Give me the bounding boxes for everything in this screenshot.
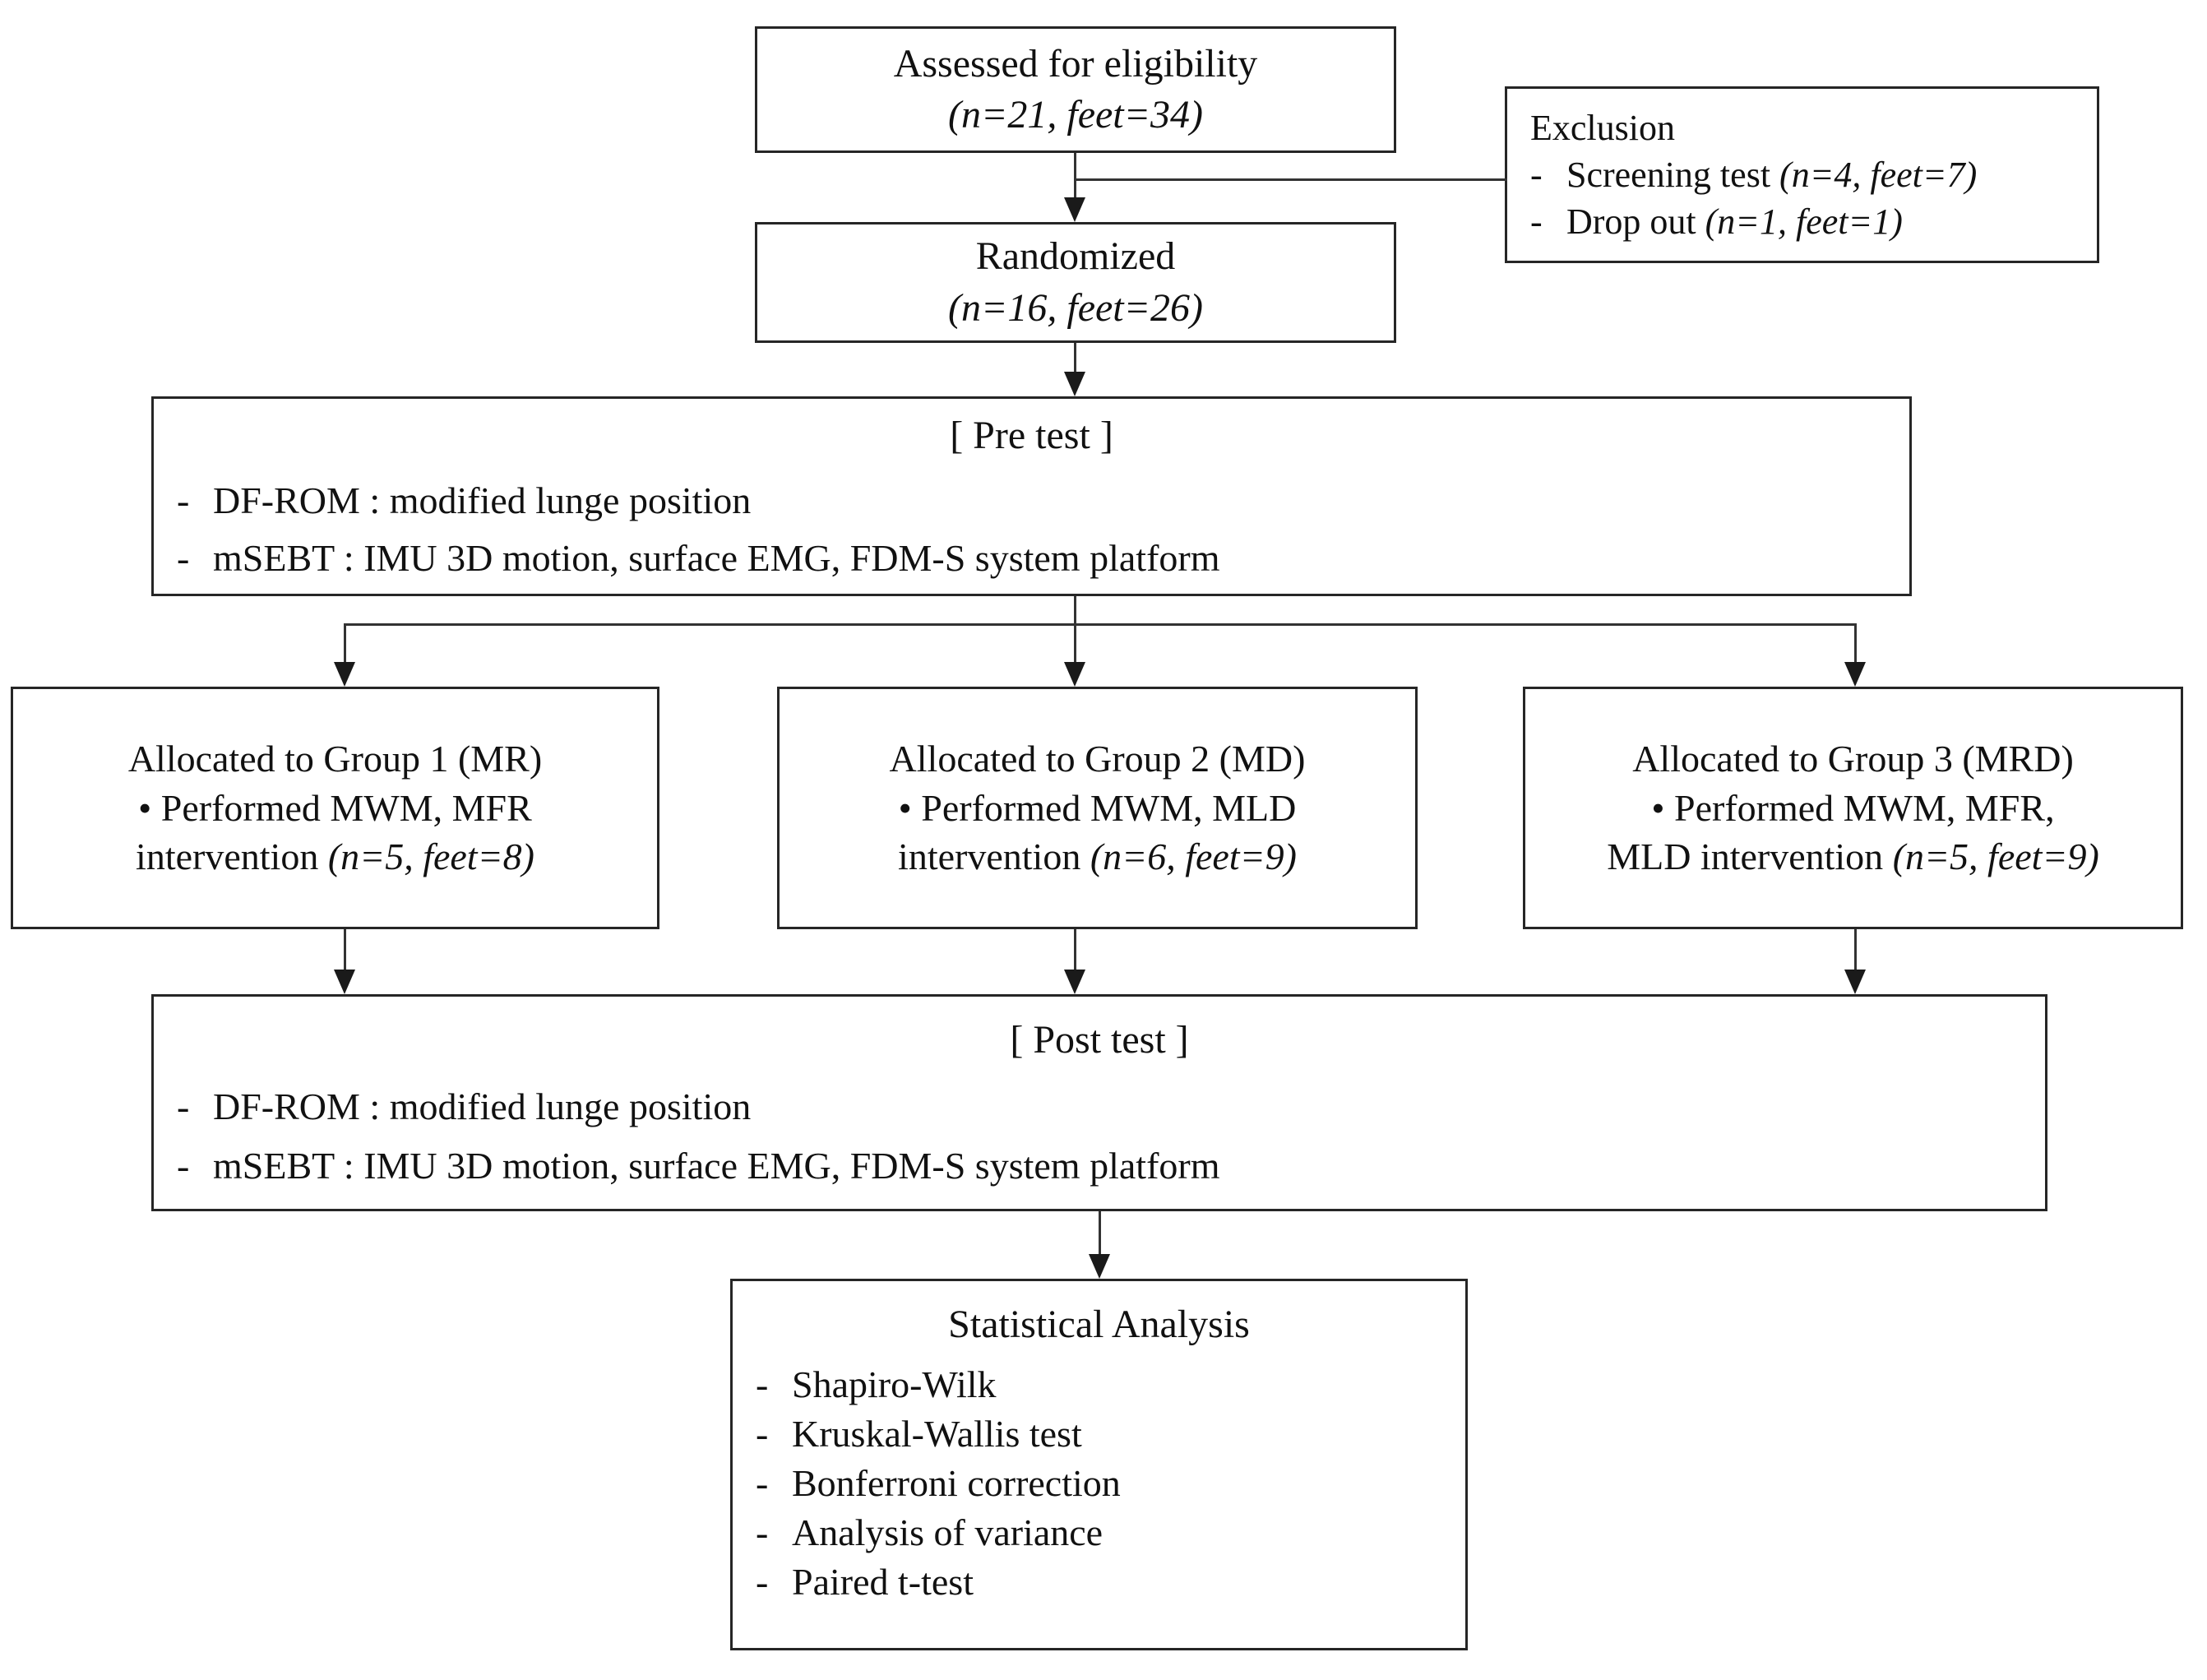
- connector-group-3-to-posttest: [1854, 929, 1857, 970]
- connector-pretest-stem: [1074, 596, 1076, 625]
- arrowhead-statistics: [1089, 1254, 1110, 1279]
- node-group-1: Allocated to Group 1 (MR) • Performed MW…: [11, 687, 659, 929]
- exclusion-item: - Screening test (n=4, feet=7): [1507, 151, 2097, 198]
- dash-bullet-icon: -: [1530, 154, 1543, 195]
- post-test-item: - DF-ROM : modified lunge position: [154, 1082, 2045, 1132]
- node-group-3: Allocated to Group 3 (MRD) • Performed M…: [1523, 687, 2183, 929]
- arrowhead-posttest-right: [1844, 970, 1866, 994]
- arrowhead-group-1: [334, 662, 355, 687]
- group-1-title: Allocated to Group 1 (MR): [127, 737, 543, 780]
- statistics-item-label: Bonferroni correction: [792, 1461, 1121, 1504]
- node-randomized: Randomized (n=16, feet=26): [755, 222, 1396, 343]
- connector-assessed-to-randomized: [1074, 153, 1076, 197]
- connector-bus-to-group-3: [1854, 623, 1857, 662]
- dash-bullet-icon: -: [177, 479, 190, 521]
- arrowhead-randomized: [1064, 197, 1085, 222]
- node-group-2: Allocated to Group 2 (MD) • Performed MW…: [777, 687, 1418, 929]
- pre-test-item-label: DF-ROM : modified lunge position: [213, 479, 752, 521]
- node-pre-test: [ Pre test ] - DF-ROM : modified lunge p…: [151, 396, 1912, 596]
- exclusion-item-text: Drop out: [1566, 201, 1705, 243]
- pre-test-title: [ Pre test ]: [950, 413, 1113, 457]
- randomized-title: Randomized: [975, 234, 1176, 279]
- connector-bus-to-group-2: [1074, 623, 1076, 662]
- post-test-item: - mSEBT : IMU 3D motion, surface EMG, FD…: [154, 1141, 2045, 1191]
- node-statistical-analysis: Statistical Analysis - Shapiro-Wilk - Kr…: [730, 1279, 1468, 1650]
- group-3-line3-text: MLD intervention: [1607, 835, 1893, 878]
- dash-bullet-icon: -: [1530, 201, 1543, 243]
- post-test-item-label: DF-ROM : modified lunge position: [213, 1085, 752, 1128]
- connector-group-1-to-posttest: [344, 929, 346, 970]
- connector-posttest-to-statistics: [1099, 1211, 1101, 1254]
- exclusion-title: Exclusion: [1530, 107, 1675, 148]
- dash-bullet-icon: -: [756, 1363, 769, 1406]
- dash-bullet-icon: -: [177, 1145, 190, 1187]
- assessed-title: Assessed for eligibility: [893, 41, 1258, 86]
- group-2-line3: intervention (n=6, feet=9): [780, 832, 1415, 882]
- statistics-item: - Paired t-test: [733, 1557, 1465, 1607]
- statistics-item-label: Shapiro-Wilk: [792, 1363, 997, 1406]
- arrowhead-group-3: [1844, 662, 1866, 687]
- group-3-counts: (n=5, feet=9): [1892, 835, 2099, 878]
- pre-test-item: - mSEBT : IMU 3D motion, surface EMG, FD…: [154, 534, 1909, 583]
- group-2-counts: (n=6, feet=9): [1090, 835, 1297, 878]
- group-1-line2: • Performed MWM, MFR: [138, 786, 532, 829]
- statistics-item: - Bonferroni correction: [733, 1459, 1465, 1508]
- dash-bullet-icon: -: [177, 1085, 190, 1128]
- statistics-item-label: Paired t-test: [792, 1560, 974, 1603]
- node-assessed-for-eligibility: Assessed for eligibility (n=21, feet=34): [755, 26, 1396, 153]
- exclusion-item-label: Drop out (n=1, feet=1): [1566, 198, 2097, 245]
- arrowhead-group-2: [1064, 662, 1085, 687]
- post-test-title: [ Post test ]: [1010, 1018, 1189, 1062]
- statistics-item: - Shapiro-Wilk: [733, 1360, 1465, 1409]
- group-1-counts: (n=5, feet=8): [327, 835, 534, 878]
- group-3-line2: • Performed MWM, MFR,: [1651, 786, 2055, 829]
- connector-group-2-to-posttest: [1074, 929, 1076, 970]
- exclusion-item-label: Screening test (n=4, feet=7): [1566, 151, 2097, 198]
- exclusion-item-text: Screening test: [1566, 154, 1780, 195]
- group-2-title: Allocated to Group 2 (MD): [889, 737, 1306, 780]
- dash-bullet-icon: -: [756, 1461, 769, 1504]
- dash-bullet-icon: -: [756, 1413, 769, 1456]
- post-test-item-label: mSEBT : IMU 3D motion, surface EMG, FDM-…: [213, 1145, 1220, 1187]
- exclusion-item-counts: (n=4, feet=7): [1779, 154, 1978, 195]
- group-2-line2: • Performed MWM, MLD: [898, 786, 1297, 829]
- group-2-line3-text: intervention: [898, 835, 1090, 878]
- pre-test-item-label: mSEBT : IMU 3D motion, surface EMG, FDM-…: [213, 536, 1220, 579]
- group-3-title: Allocated to Group 3 (MRD): [1632, 737, 2074, 780]
- arrowhead-pretest: [1064, 372, 1085, 396]
- statistics-item-label: Kruskal-Wallis test: [792, 1413, 1082, 1456]
- node-post-test: [ Post test ] - DF-ROM : modified lunge …: [151, 994, 2047, 1211]
- group-1-line3: intervention (n=5, feet=8): [13, 832, 657, 882]
- group-3-line3: MLD intervention (n=5, feet=9): [1525, 832, 2181, 882]
- connector-bus-to-group-1: [344, 623, 346, 662]
- statistics-item: - Analysis of variance: [733, 1508, 1465, 1557]
- pre-test-item: - DF-ROM : modified lunge position: [154, 476, 1909, 525]
- assessed-counts: (n=21, feet=34): [947, 93, 1204, 137]
- exclusion-item: - Drop out (n=1, feet=1): [1507, 198, 2097, 245]
- arrowhead-posttest-center: [1064, 970, 1085, 994]
- connector-assessed-to-exclusion: [1074, 178, 1507, 181]
- connector-randomized-to-pretest: [1074, 343, 1076, 372]
- statistics-item-label: Analysis of variance: [792, 1511, 1104, 1553]
- node-exclusion: Exclusion - Screening test (n=4, feet=7)…: [1505, 86, 2099, 263]
- group-1-line3-text: intervention: [136, 835, 328, 878]
- dash-bullet-icon: -: [177, 536, 190, 579]
- dash-bullet-icon: -: [756, 1511, 769, 1553]
- arrowhead-posttest-left: [334, 970, 355, 994]
- exclusion-item-counts: (n=1, feet=1): [1705, 201, 1903, 243]
- connector-pretest-bus: [344, 623, 1857, 626]
- statistics-item: - Kruskal-Wallis test: [733, 1409, 1465, 1459]
- dash-bullet-icon: -: [756, 1560, 769, 1603]
- randomized-counts: (n=16, feet=26): [947, 285, 1204, 330]
- statistics-title: Statistical Analysis: [948, 1303, 1250, 1346]
